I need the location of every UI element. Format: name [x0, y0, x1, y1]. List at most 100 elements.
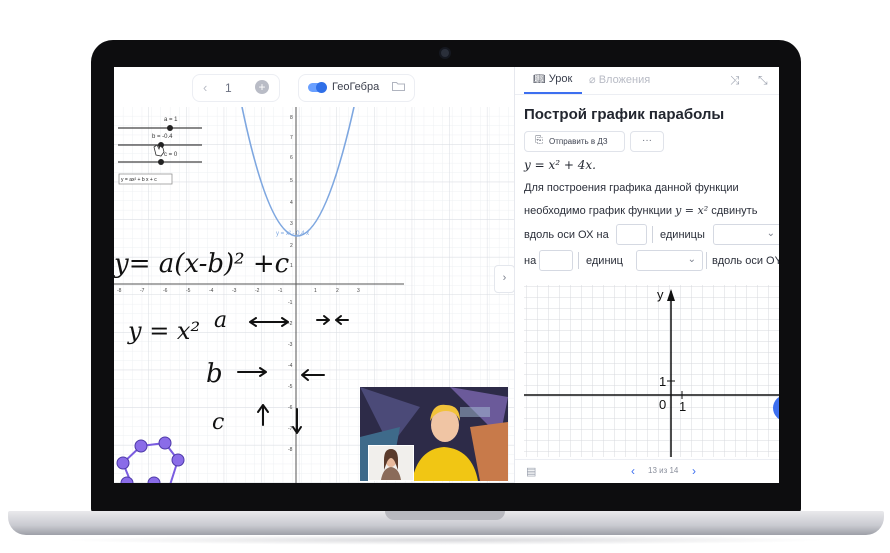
- task-text-line-3: вдоль оси ОХ на: [524, 229, 609, 241]
- svg-text:7: 7: [290, 135, 293, 141]
- svg-text:4: 4: [290, 200, 293, 206]
- polygon-points[interactable]: [116, 436, 185, 483]
- axis-oy-label: вдоль оси ОY: [712, 255, 779, 267]
- send-icon: ⎘: [535, 135, 543, 146]
- prev-task-button[interactable]: ‹: [631, 464, 635, 478]
- y-tick-labels: 8 7 6 5 4 3 2 1 -1 -2 -3 -4 -5 -6 -7 -8: [288, 115, 293, 453]
- svg-text:-1: -1: [278, 288, 283, 294]
- svg-text:-7: -7: [288, 426, 293, 432]
- task-text-line-2: необходимо график функции y = x² сдвинут…: [524, 204, 758, 217]
- svg-text:a = 1: a = 1: [164, 117, 178, 123]
- svg-text:2: 2: [290, 243, 293, 249]
- lesson-tabs: 📖︎ Урок ⌀ Вложения ⤨ ⤡: [515, 67, 779, 95]
- tab-attachments[interactable]: ⌀ Вложения: [589, 73, 650, 86]
- task-formula: y = x² + 4x.: [524, 158, 596, 172]
- paperclip-icon: ⌀: [589, 74, 596, 86]
- handwritten-notes: y= a(x-b)² +c y = x² a b c: [114, 249, 349, 435]
- parabola-curve: [241, 107, 355, 237]
- handwritten-y-eq: y = x²: [127, 317, 200, 345]
- tab-lesson-label: Урок: [548, 73, 573, 85]
- svg-text:2: 2: [336, 288, 339, 294]
- hand-cursor-icon: [153, 144, 165, 157]
- slider-a[interactable]: a = 1: [118, 117, 202, 131]
- folder-icon[interactable]: [392, 81, 405, 91]
- svg-text:8: 8: [290, 115, 293, 121]
- separator: [578, 252, 579, 269]
- lesson-title: Построй график параболы: [524, 106, 725, 123]
- answer-zero-label: 0: [659, 397, 666, 412]
- task-counter: 13 из 14: [648, 466, 679, 475]
- tab-lesson[interactable]: 📖︎ Урок: [533, 73, 572, 85]
- x-tick-labels: -8 -7 -6 -5 -4 -3 -2 -1 1 2 3: [117, 288, 360, 294]
- student-pip-video: [368, 445, 414, 481]
- svg-text:-3: -3: [232, 288, 237, 294]
- handwritten-a: a: [214, 308, 227, 333]
- book-icon: 📖︎: [533, 74, 546, 85]
- separator: [652, 226, 653, 243]
- prev-page-button[interactable]: ‹: [203, 80, 208, 95]
- svg-text:3: 3: [357, 288, 360, 294]
- page-switcher: ‹ 1 +: [192, 74, 280, 102]
- send-to-homework-button[interactable]: ⎘ Отправить в ДЗ: [524, 131, 625, 152]
- expand-icon[interactable]: ⤡: [758, 73, 768, 87]
- more-options-button[interactable]: ···: [630, 131, 664, 152]
- handwritten-b: b: [206, 359, 223, 389]
- laptop-shadow: [60, 535, 830, 545]
- geogebra-toggle[interactable]: [308, 82, 327, 93]
- laptop-screen: ‹ 1 + ГеоГебра: [114, 67, 779, 483]
- equation-box[interactable]: y = ax² + b x + c: [118, 173, 173, 185]
- svg-text:3: 3: [290, 221, 293, 227]
- page-number: 1: [225, 81, 232, 95]
- document-icon[interactable]: ▤: [526, 466, 537, 478]
- handwritten-formula: y= a(x-b)² +c: [114, 249, 290, 279]
- webcam-dot: [441, 49, 449, 57]
- collapse-panel-chevron-icon[interactable]: ›: [494, 265, 515, 293]
- chevron-down-icon: ⌄: [766, 228, 775, 239]
- svg-text:-7: -7: [140, 288, 145, 294]
- slider-c[interactable]: c = 0: [118, 152, 202, 165]
- separator: [706, 252, 707, 269]
- answer-one-y-label: 1: [659, 374, 666, 389]
- tab-attachments-label: Вложения: [598, 74, 651, 86]
- task-text-line-4: на: [524, 255, 537, 267]
- shuffle-icon[interactable]: ⤨: [730, 73, 740, 87]
- svg-text:-6: -6: [288, 405, 293, 411]
- next-task-button[interactable]: ›: [692, 464, 696, 478]
- svg-text:-1: -1: [288, 300, 293, 306]
- svg-text:1: 1: [314, 288, 317, 294]
- svg-text:-6: -6: [163, 288, 168, 294]
- board-toolbar: ‹ 1 + ГеоГебра: [114, 67, 514, 107]
- svg-text:b = -0.4: b = -0.4: [152, 134, 173, 140]
- direction-y-select[interactable]: ⌄: [636, 250, 703, 271]
- shift-x-input[interactable]: [616, 224, 647, 245]
- add-page-button[interactable]: +: [255, 80, 269, 94]
- answer-y-label: y: [657, 287, 664, 302]
- direction-x-select[interactable]: ⌄: [713, 224, 779, 245]
- pip-frame: [369, 446, 413, 480]
- chevron-down-icon: ⌄: [687, 254, 696, 265]
- answer-graph[interactable]: y 0 1 1: [524, 285, 779, 457]
- geogebra-toggle-pill: ГеоГебра: [298, 74, 415, 102]
- svg-text:-8: -8: [288, 447, 293, 453]
- active-tab-indicator: [524, 92, 582, 94]
- svg-text:c = 0: c = 0: [164, 152, 178, 158]
- svg-text:-4: -4: [288, 363, 293, 369]
- drag-point[interactable]: [773, 395, 779, 421]
- svg-text:-4: -4: [209, 288, 214, 294]
- svg-text:-2: -2: [288, 321, 293, 327]
- svg-text:1: 1: [290, 263, 293, 269]
- units-label-2: единиц: [586, 255, 623, 267]
- lesson-panel: 📖︎ Урок ⌀ Вложения ⤨ ⤡ Построй график па…: [514, 67, 779, 483]
- laptop-notch: [385, 511, 505, 520]
- task-text-line-1: Для построения графика данной функции: [524, 182, 739, 194]
- svg-text:-8: -8: [117, 288, 122, 294]
- svg-text:6: 6: [290, 155, 293, 161]
- geogebra-label: ГеоГебра: [332, 81, 380, 93]
- answer-one-x-label: 1: [679, 399, 686, 414]
- svg-text:-5: -5: [288, 384, 293, 390]
- svg-text:y = ax² + b x + c: y = ax² + b x + c: [121, 177, 157, 183]
- svg-text:5: 5: [290, 178, 293, 184]
- svg-text:-3: -3: [288, 342, 293, 348]
- curve-label: y = x² - 0.4 x: [276, 231, 309, 237]
- shift-y-input[interactable]: [539, 250, 573, 271]
